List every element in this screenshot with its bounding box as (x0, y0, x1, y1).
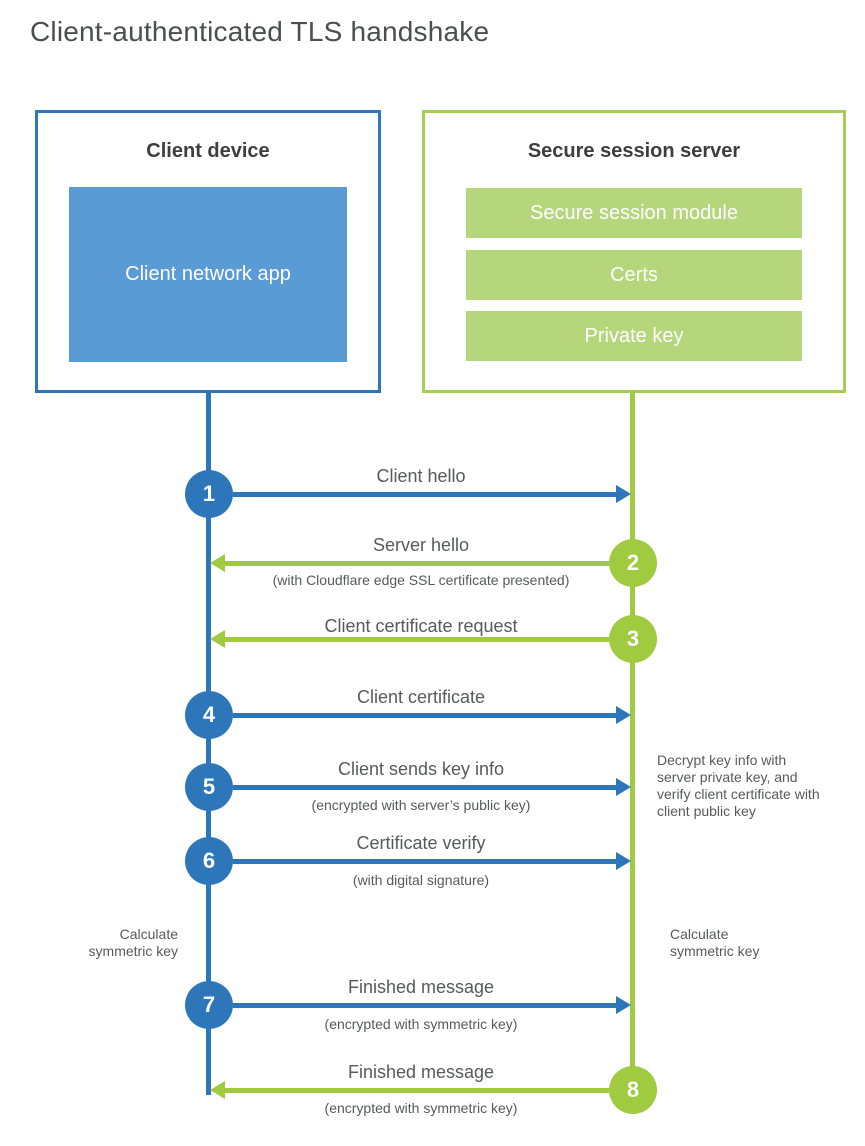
step-2-badge: 2 (609, 539, 657, 587)
step-4-badge: 4 (185, 691, 233, 739)
server-module-private-key: Private key (466, 311, 802, 361)
step-4-label: Client certificate (356, 687, 486, 707)
step-3-badge: 3 (609, 615, 657, 663)
step-7-badge: 7 (185, 981, 233, 1029)
server-decrypt-note: Decrypt key info with server private key… (657, 752, 820, 820)
step-6-badge: 6 (185, 837, 233, 885)
step-3-label: Client certificate request (324, 616, 518, 636)
step-8-arrow (225, 1088, 609, 1093)
step-6-label: Certificate verify (356, 833, 486, 853)
step-7-arrow (233, 1003, 617, 1008)
step-2-sublabel: (with Cloudflare edge SSL certificate pr… (272, 572, 570, 588)
client-device-title: Client device (146, 140, 270, 162)
step-5-badge: 5 (185, 763, 233, 811)
step-4-arrow (233, 713, 617, 718)
step-8-badge: 8 (609, 1066, 657, 1114)
step-1-arrow (233, 492, 617, 497)
step-8-sublabel: (encrypted with symmetric key) (324, 1100, 518, 1116)
step-1-label: Client hello (376, 466, 466, 486)
step-2-label: Server hello (372, 535, 470, 555)
step-4-arrowhead-icon (616, 706, 631, 724)
step-7-arrowhead-icon (616, 996, 631, 1014)
step-1-arrowhead-icon (616, 485, 631, 503)
step-1-badge: 1 (185, 470, 233, 518)
step-7-label: Finished message (347, 977, 495, 997)
server-module-secure-session: Secure session module (466, 188, 802, 238)
step-5-arrow (233, 785, 617, 790)
step-2-arrow (225, 561, 609, 566)
step-5-sublabel: (encrypted with server’s public key) (311, 797, 531, 813)
step-3-arrow (225, 637, 609, 642)
server-calculate-note: Calculate symmetric key (670, 926, 760, 960)
client-network-app-label: Client network app (125, 263, 291, 285)
page-title: Client-authenticated TLS handshake (30, 16, 490, 47)
client-lifeline (206, 390, 211, 1095)
step-6-arrow (233, 859, 617, 864)
step-2-arrowhead-icon (210, 554, 225, 572)
step-6-arrowhead-icon (616, 852, 631, 870)
server-lifeline (630, 390, 635, 1092)
step-8-label: Finished message (347, 1062, 495, 1082)
step-7-sublabel: (encrypted with symmetric key) (324, 1016, 518, 1032)
step-8-arrowhead-icon (210, 1081, 225, 1099)
step-6-sublabel: (with digital signature) (352, 872, 490, 888)
step-5-label: Client sends key info (337, 759, 505, 779)
step-5-arrowhead-icon (616, 778, 631, 796)
client-calculate-note: Calculate symmetric key (88, 926, 178, 960)
server-module-certs: Certs (466, 250, 802, 300)
secure-session-server-title: Secure session server (527, 140, 741, 162)
step-3-arrowhead-icon (210, 630, 225, 648)
client-network-app-box: Client network app (69, 187, 347, 362)
